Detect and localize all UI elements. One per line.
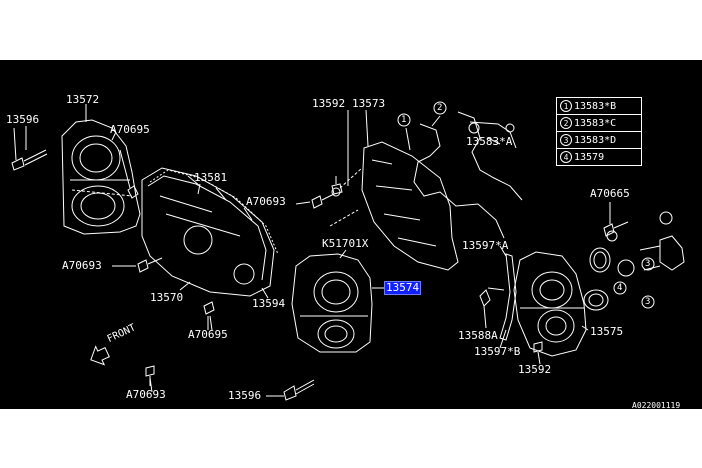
callout-3b: 3 <box>645 297 651 307</box>
callout-circles <box>397 101 655 309</box>
seal-13581 <box>149 169 279 255</box>
legend-part-number[interactable]: 13583*D <box>574 134 617 146</box>
legend-table: 1 13583*B 2 13583*C 3 13583*D 4 13579 <box>556 97 642 166</box>
legend-row: 3 13583*D <box>557 132 641 149</box>
callout-3a-circle <box>641 257 655 271</box>
left-belt-cover-13572 <box>61 119 141 235</box>
bolt-13592-upper <box>331 176 343 195</box>
part-label-a70693-bottom[interactable]: A70693 <box>126 388 166 401</box>
part-label-13573[interactable]: 13573 <box>352 97 386 110</box>
part-label-a70693-upper[interactable]: A70693 <box>246 195 286 208</box>
gasket-13597 <box>487 253 517 341</box>
bolt-a70665 <box>603 221 629 237</box>
seals-and-rings <box>583 230 635 311</box>
part-label-a70695-upper[interactable]: A70695 <box>110 123 150 136</box>
callout-2: 2 <box>437 103 443 113</box>
legend-number: 4 <box>560 151 572 163</box>
part-label-13596-upper[interactable]: 13596 <box>6 113 40 126</box>
legend-part-number[interactable]: 13583*B <box>574 100 617 112</box>
callout-4-circle <box>613 281 627 295</box>
bolt-a70695-upper <box>119 149 139 199</box>
part-label-a70665[interactable]: A70665 <box>590 187 630 200</box>
part-label-13581[interactable]: 13581 <box>194 171 228 184</box>
part-label-13596-lower[interactable]: 13596 <box>228 389 262 402</box>
bolt-a70695-lower <box>203 301 215 330</box>
leader-lines <box>25 104 611 397</box>
part-label-13594[interactable]: 13594 <box>252 297 286 310</box>
part-label-13570[interactable]: 13570 <box>150 291 184 304</box>
legend-row: 1 13583*B <box>557 98 641 115</box>
bolt-a70693-bottom <box>145 365 155 386</box>
gasket-13583-a <box>413 111 523 239</box>
back-plate-13573 <box>329 141 459 271</box>
bolt-a70693-left <box>137 257 163 273</box>
part-label-13592-upper[interactable]: 13592 <box>312 97 346 110</box>
bolt-13596-upper <box>11 127 48 171</box>
part-label-13588a[interactable]: 13588A <box>458 329 498 342</box>
legend-part-number[interactable]: 13579 <box>574 151 605 163</box>
callout-3b-circle <box>641 295 655 309</box>
callout-1-circle <box>397 113 411 127</box>
diagram-panel <box>0 60 702 409</box>
part-label-13597a[interactable]: 13597*A <box>462 239 509 252</box>
legend-number: 1 <box>560 100 572 112</box>
part-label-13597b[interactable]: 13597*B <box>474 345 521 358</box>
part-label-a70695-lower[interactable]: A70695 <box>188 328 228 341</box>
bolt-a70693-upper <box>311 187 341 209</box>
callout-1: 1 <box>401 115 407 125</box>
legend-part-number[interactable]: 13583*C <box>574 117 617 129</box>
clip-13588a <box>479 289 491 307</box>
part-label-13572[interactable]: 13572 <box>66 93 100 106</box>
part-label-13592-lower[interactable]: 13592 <box>518 363 552 376</box>
legend-row: 2 13583*C <box>557 115 641 132</box>
drawing-reference: A022001119 <box>632 401 681 410</box>
part-label-13583a[interactable]: 13583*A <box>466 135 513 148</box>
belt-cover-13574 <box>291 253 373 353</box>
callout-4: 4 <box>617 283 623 293</box>
part-label-13575[interactable]: 13575 <box>590 325 624 338</box>
callout-2-circle <box>433 101 447 115</box>
bolt-13596-lower <box>283 379 315 401</box>
legend-number: 2 <box>560 117 572 129</box>
callout-3a: 3 <box>645 259 651 269</box>
right-belt-cover-13575 <box>513 251 587 357</box>
legend-number: 3 <box>560 134 572 146</box>
front-arrow-icon <box>90 345 110 366</box>
part-label-13574-selected[interactable]: 13574 <box>383 281 422 295</box>
legend-row: 4 13579 <box>557 149 641 165</box>
part-label-a70693-left[interactable]: A70693 <box>62 259 102 272</box>
part-label-k51701x[interactable]: K51701X <box>322 237 369 250</box>
bolt-13592-lower <box>533 341 543 353</box>
center-cover-13570 <box>141 167 275 297</box>
